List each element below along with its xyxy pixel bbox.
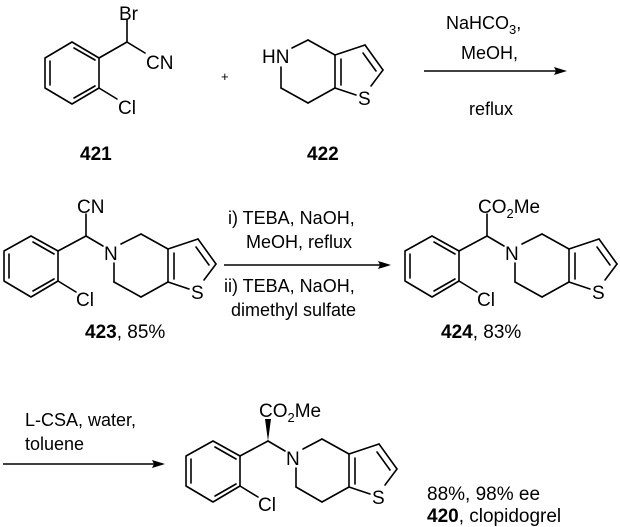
compound-label-423: 423, 85% (85, 322, 165, 343)
condition-step3-line1: L-CSA, water, (25, 410, 136, 430)
benzene-ring (185, 440, 241, 503)
bond (334, 44, 366, 56)
atom-hn: HN (262, 47, 289, 68)
atom-s: S (358, 89, 371, 110)
condition-meoh: MeOH, (461, 43, 518, 63)
atom-s: S (372, 488, 385, 509)
benzene-ring (44, 41, 100, 105)
bond (291, 39, 309, 49)
condition-step2-i: i) TEBA, NaOH, (228, 208, 355, 228)
reaction-arrow-3: L-CSA, water, toluene (3, 410, 165, 468)
compound-420-clopidogrel: CO2Me N Cl S 88%, 98% ee 420, clopidogre… (185, 401, 561, 527)
bond-ring-ch (98, 41, 128, 59)
condition-step2-ii: ii) TEBA, NaOH, (224, 276, 355, 296)
atom-cl: Cl (118, 98, 136, 119)
benzene-ring (3, 235, 59, 298)
compound-421: Br CN Cl 421 (44, 4, 173, 165)
atom-cl: Cl (76, 290, 94, 311)
bond (280, 87, 309, 104)
benzene-ring (404, 235, 460, 298)
bond-ch-cn (126, 41, 146, 54)
condition-nahco3: NaHCO3, (446, 13, 521, 37)
atom-s: S (592, 283, 605, 304)
plus-sign: + (221, 69, 229, 84)
condition-step2-ii-cont: dimethyl sulfate (231, 300, 356, 320)
compound-label-420: 420, clopidogrel (427, 506, 561, 527)
compound-label-421: 421 (80, 144, 112, 165)
bond-ring-cl (98, 87, 118, 100)
atom-n: N (286, 449, 300, 470)
compound-label-422: 422 (307, 144, 339, 165)
atom-cn: CN (146, 53, 173, 74)
atom-br: Br (119, 4, 139, 25)
compound-424: CO2Me N Cl S 424, 83% (404, 197, 618, 343)
reaction-arrow-1: NaHCO3, MeOH, reflux (424, 13, 567, 119)
yield-ee-420: 88%, 98% ee (427, 484, 540, 505)
atom-n: N (104, 244, 118, 265)
bond (362, 52, 377, 72)
atom-co2me: CO2Me (478, 197, 540, 221)
compound-label-424: 424, 83% (441, 322, 521, 343)
reaction-arrow-2: i) TEBA, NaOH, MeOH, reflux ii) TEBA, Na… (224, 208, 391, 320)
bond (370, 69, 384, 87)
condition-reflux: reflux (469, 99, 513, 119)
condition-step3-line2: toluene (25, 434, 84, 454)
atom-s: S (191, 283, 204, 304)
compound-422: HN S 422 (262, 39, 384, 165)
bond (307, 39, 336, 56)
bond (334, 87, 357, 96)
atom-co2me: CO2Me (259, 401, 321, 425)
bond (364, 44, 384, 71)
compound-423: CN N Cl S 423, 85% (3, 197, 217, 343)
atom-cl: Cl (258, 495, 276, 516)
atom-cn: CN (77, 197, 104, 218)
condition-step2-i-cont: MeOH, reflux (246, 232, 352, 252)
bond (307, 87, 336, 104)
atom-n: N (505, 244, 519, 265)
atom-cl: Cl (477, 290, 495, 311)
wedge-bond (265, 419, 271, 441)
